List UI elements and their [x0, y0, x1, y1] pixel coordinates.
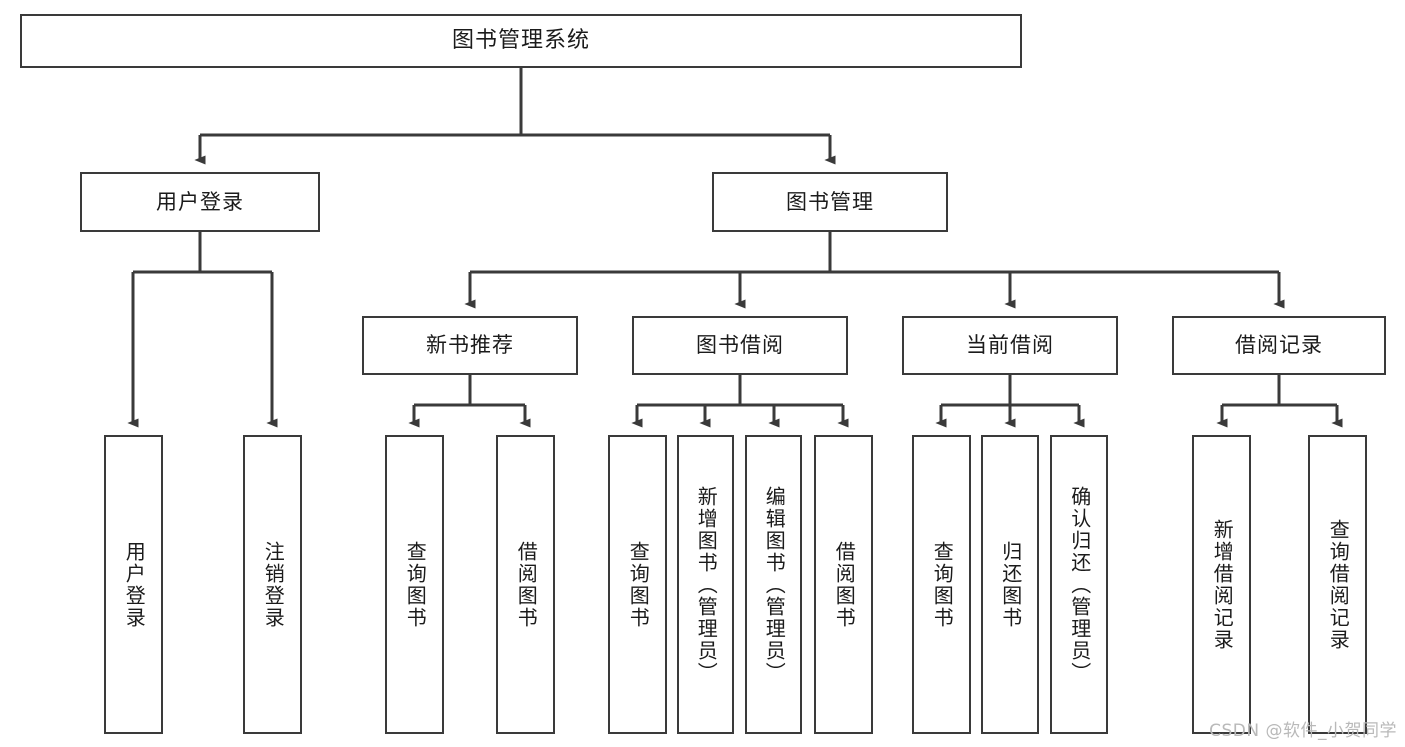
node-label: 新书推荐	[426, 333, 514, 358]
node-label: 注销登录	[261, 540, 286, 629]
node-book-borrow[interactable]: 图书借阅	[632, 316, 848, 375]
node-leaf-edit-book[interactable]: 编辑图书（管理员）	[745, 435, 802, 734]
node-leaf-return-book[interactable]: 归还图书	[981, 435, 1039, 734]
node-leaf-query-book-3[interactable]: 查询图书	[912, 435, 971, 734]
node-leaf-borrow-book-1[interactable]: 借阅图书	[496, 435, 555, 734]
node-book-management[interactable]: 图书管理	[712, 172, 948, 232]
node-leaf-add-borrow-record[interactable]: 新增借阅记录	[1192, 435, 1251, 734]
node-leaf-confirm-return[interactable]: 确认归还（管理员）	[1050, 435, 1108, 734]
node-borrow-record[interactable]: 借阅记录	[1172, 316, 1386, 375]
node-label: 当前借阅	[966, 333, 1054, 358]
node-label: 查询图书	[403, 540, 428, 629]
node-leaf-logout-login[interactable]: 注销登录	[243, 435, 302, 734]
node-leaf-borrow-book-2[interactable]: 借阅图书	[814, 435, 873, 734]
node-label: 编辑图书（管理员）	[762, 485, 787, 684]
node-leaf-user-login[interactable]: 用户登录	[104, 435, 163, 734]
node-leaf-add-book[interactable]: 新增图书（管理员）	[677, 435, 734, 734]
node-label: 借阅图书	[832, 540, 857, 629]
node-label: 图书管理	[786, 189, 874, 214]
node-leaf-query-borrow-record[interactable]: 查询借阅记录	[1308, 435, 1367, 734]
node-label: 归还图书	[998, 540, 1023, 629]
node-label: 图书管理系统	[451, 28, 590, 54]
node-label: 用户登录	[156, 189, 244, 214]
node-leaf-query-book-1[interactable]: 查询图书	[385, 435, 444, 734]
node-label: 图书借阅	[696, 333, 784, 358]
node-root-book-management-system[interactable]: 图书管理系统	[20, 14, 1022, 68]
node-label: 查询借阅记录	[1326, 518, 1351, 651]
node-label: 新增借阅记录	[1210, 518, 1235, 651]
node-current-borrow[interactable]: 当前借阅	[902, 316, 1118, 375]
node-label: 查询图书	[626, 540, 651, 629]
node-new-book-recommend[interactable]: 新书推荐	[362, 316, 578, 375]
node-label: 用户登录	[122, 540, 147, 629]
watermark-csdn: CSDN @软件_小贺同学	[1209, 721, 1397, 741]
node-leaf-query-book-2[interactable]: 查询图书	[608, 435, 667, 734]
node-label: 确认归还（管理员）	[1067, 485, 1092, 684]
node-label: 借阅图书	[514, 540, 539, 629]
node-label: 查询图书	[930, 540, 955, 629]
node-user-login[interactable]: 用户登录	[80, 172, 320, 232]
node-label: 借阅记录	[1235, 333, 1323, 358]
node-label: 新增图书（管理员）	[694, 485, 719, 684]
